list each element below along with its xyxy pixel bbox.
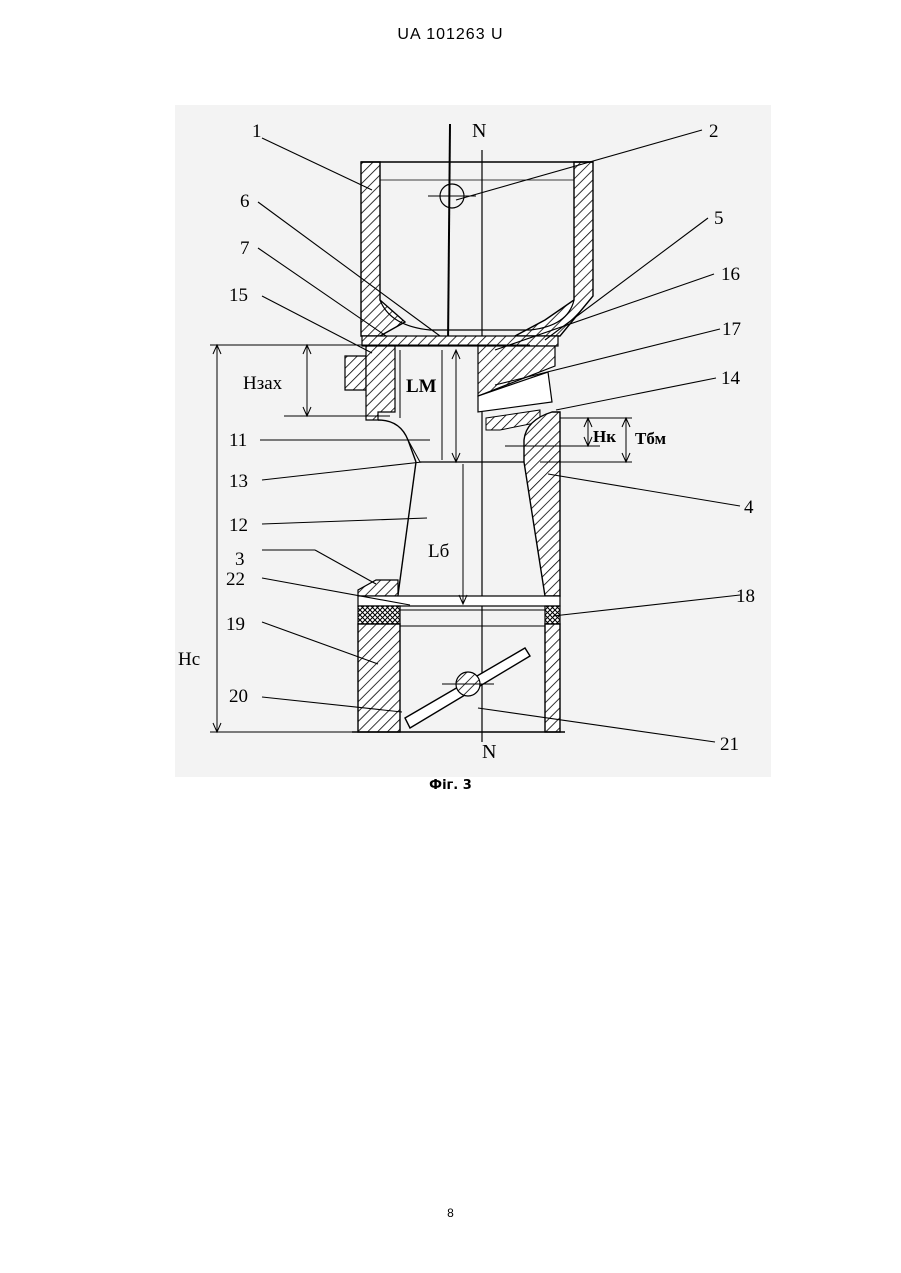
part-number: 16 <box>721 264 740 285</box>
dim-label-tbm: Тбм <box>635 429 666 448</box>
stopper-rod <box>448 124 450 345</box>
part-number: 21 <box>720 734 739 755</box>
left-clamp <box>345 356 366 390</box>
axis-label-bottom: N <box>482 741 496 763</box>
part-number: 22 <box>226 569 245 590</box>
top-slab <box>362 336 558 346</box>
bottom-right-wall <box>545 624 560 732</box>
part-number: 15 <box>229 285 248 306</box>
dim-label-hk: Нк <box>593 427 616 446</box>
part-numbers: 1 2 3 4 5 6 7 11 12 13 14 15 16 17 18 19… <box>226 121 755 755</box>
funnel-left-upper <box>378 420 416 462</box>
technical-drawing: N N 1 2 3 4 5 6 7 11 12 13 14 15 16 17 1… <box>175 105 771 777</box>
dim-label-lb: Lб <box>428 541 449 562</box>
dim-label-hzah: Нзах <box>243 373 283 394</box>
page-number: 8 <box>0 1206 901 1220</box>
funnel-left-lower <box>398 462 416 595</box>
part-number: 19 <box>226 614 245 635</box>
part-number: 7 <box>240 238 250 259</box>
right-wall-4 <box>524 412 560 596</box>
gasket-left <box>358 606 400 624</box>
part-number: 18 <box>736 586 755 607</box>
part-number: 14 <box>721 368 741 389</box>
bottom-left-wall-19 <box>358 624 400 732</box>
part-number: 4 <box>744 497 754 518</box>
part-number: 20 <box>229 686 248 707</box>
part-number: 5 <box>714 208 724 229</box>
part-number: 2 <box>709 121 719 142</box>
patent-number-header: UA 101263 U <box>0 26 901 44</box>
left-insert <box>366 346 395 420</box>
leader-lines <box>258 130 740 742</box>
part-number: 17 <box>722 319 741 340</box>
axis-label-top: N <box>472 120 486 142</box>
part-number: 3 <box>235 549 245 570</box>
cup-right-wall <box>515 162 593 336</box>
dim-label-lm: LM <box>406 376 437 397</box>
part-number: 11 <box>229 430 247 451</box>
part-number: 6 <box>240 191 250 212</box>
drawing-canvas: N N 1 2 3 4 5 6 7 11 12 13 14 15 16 17 1… <box>175 105 771 777</box>
part-number: 13 <box>229 471 248 492</box>
part-number: 1 <box>252 121 262 142</box>
figure-caption: Фіг. 3 <box>0 778 901 793</box>
part-number: 12 <box>229 515 248 536</box>
dim-label-hc: Нс <box>178 649 200 670</box>
left-shoulder-3 <box>358 580 398 596</box>
